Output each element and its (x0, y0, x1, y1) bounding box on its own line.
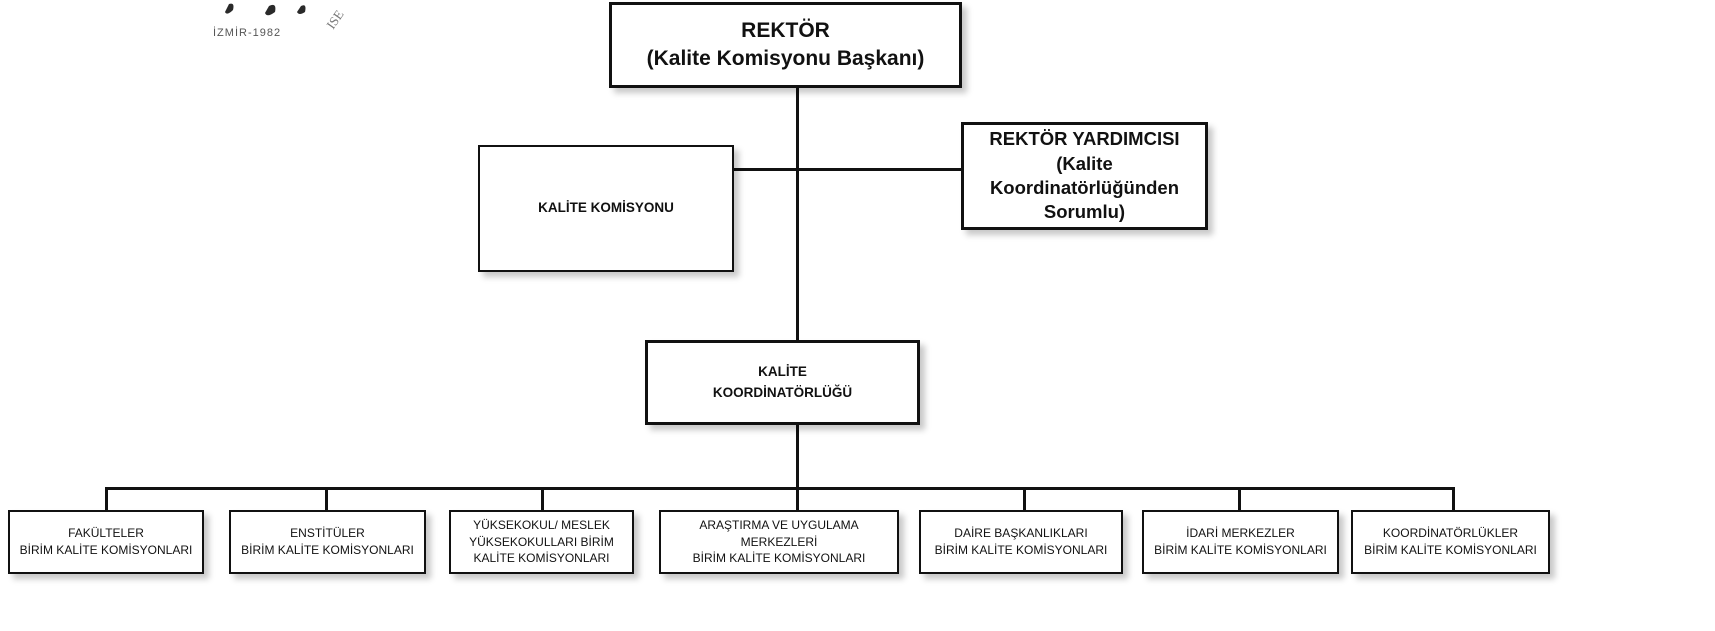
connector-coordinator-to-bus (796, 424, 799, 489)
unit-box-coordinators: KOORDİNATÖRLÜKLER BİRİM KALİTE KOMİSYONL… (1351, 510, 1550, 574)
vice-rector-line3: Koordinatörlüğünden (989, 177, 1180, 198)
quality-commission-label: KALİTE KOMİSYONU (538, 200, 674, 216)
connector-drop-unit-4 (796, 487, 799, 511)
unit-box-faculties: FAKÜLTELER BİRİM KALİTE KOMİSYONLARI (8, 510, 204, 574)
connector-commission-to-vice (733, 168, 963, 171)
rector-title: REKTÖR (741, 18, 830, 42)
connector-rector-to-coordinator (796, 88, 799, 342)
unit-box-institutes: ENSTİTÜLER BİRİM KALİTE KOMİSYONLARI (229, 510, 426, 574)
connector-drop-unit-7 (1452, 487, 1455, 511)
unit-line: BİRİM KALİTE KOMİSYONLARI (692, 551, 866, 566)
unit-line: ENSTİTÜLER (290, 526, 365, 541)
unit-line: DAİRE BAŞKANLIKLARI (954, 526, 1088, 541)
rector-box: REKTÖR (Kalite Komisyonu Başkanı) (609, 2, 962, 88)
connector-drop-unit-1 (105, 487, 108, 511)
unit-box-departments: DAİRE BAŞKANLIKLARI BİRİM KALİTE KOMİSYO… (919, 510, 1123, 574)
unit-line: YÜKSEKOKULLARI BİRİM (469, 534, 614, 549)
connector-drop-unit-3 (541, 487, 544, 511)
logo-arc-text: ISE (323, 7, 347, 32)
unit-line: YÜKSEKOKUL/ MESLEK (473, 517, 610, 532)
quality-coordinator-box: KALİTE KOORDİNATÖRLÜĞÜ (645, 340, 920, 425)
quality-coordinator-line2: KOORDİNATÖRLÜĞÜ (712, 384, 853, 400)
quality-coordinator-line1: KALİTE (758, 363, 807, 379)
logo-text: İZMİR-1982 (213, 26, 281, 39)
unit-line: BİRİM KALİTE KOMİSYONLARI (1364, 543, 1537, 557)
unit-line: KALİTE KOMİSYONLARI (473, 551, 610, 566)
connector-drop-unit-2 (325, 487, 328, 511)
connector-bus-horizontal (105, 487, 1455, 490)
unit-line: ARAŞTIRMA VE UYGULAMA (699, 517, 859, 532)
unit-line: KOORDİNATÖRLÜKLER (1382, 526, 1519, 541)
unit-line: İDARİ MERKEZLER (1186, 526, 1295, 541)
unit-line: BİRİM KALİTE KOMİSYONLARI (19, 543, 193, 557)
unit-box-schools: YÜKSEKOKUL/ MESLEK YÜKSEKOKULLARI BİRİM … (449, 510, 634, 574)
unit-line: BİRİM KALİTE KOMİSYONLARI (241, 543, 414, 557)
unit-line: FAKÜLTELER (68, 526, 144, 541)
vice-rector-title: REKTÖR YARDIMCISI (989, 128, 1180, 150)
unit-box-admin-centers: İDARİ MERKEZLER BİRİM KALİTE KOMİSYONLAR… (1142, 510, 1339, 574)
connector-drop-unit-5 (1023, 487, 1026, 511)
unit-box-research-centers: ARAŞTIRMA VE UYGULAMA MERKEZLERİ BİRİM K… (659, 510, 899, 574)
connector-drop-unit-6 (1238, 487, 1241, 511)
vice-rector-line2: (Kalite (1056, 152, 1113, 174)
university-logo: İZMİR-1982 ISE (205, 0, 395, 42)
unit-line: BİRİM KALİTE KOMİSYONLARI (934, 543, 1108, 557)
unit-line: BİRİM KALİTE KOMİSYONLARI (1154, 543, 1327, 557)
vice-rector-line4: Sorumlu) (1043, 201, 1126, 223)
rector-subtitle: (Kalite Komisyonu Başkanı) (646, 47, 925, 70)
quality-commission-box: KALİTE KOMİSYONU (478, 145, 734, 272)
unit-line: MERKEZLERİ (740, 534, 818, 549)
vice-rector-box: REKTÖR YARDIMCISI (Kalite Koordinatörlüğ… (961, 122, 1208, 230)
